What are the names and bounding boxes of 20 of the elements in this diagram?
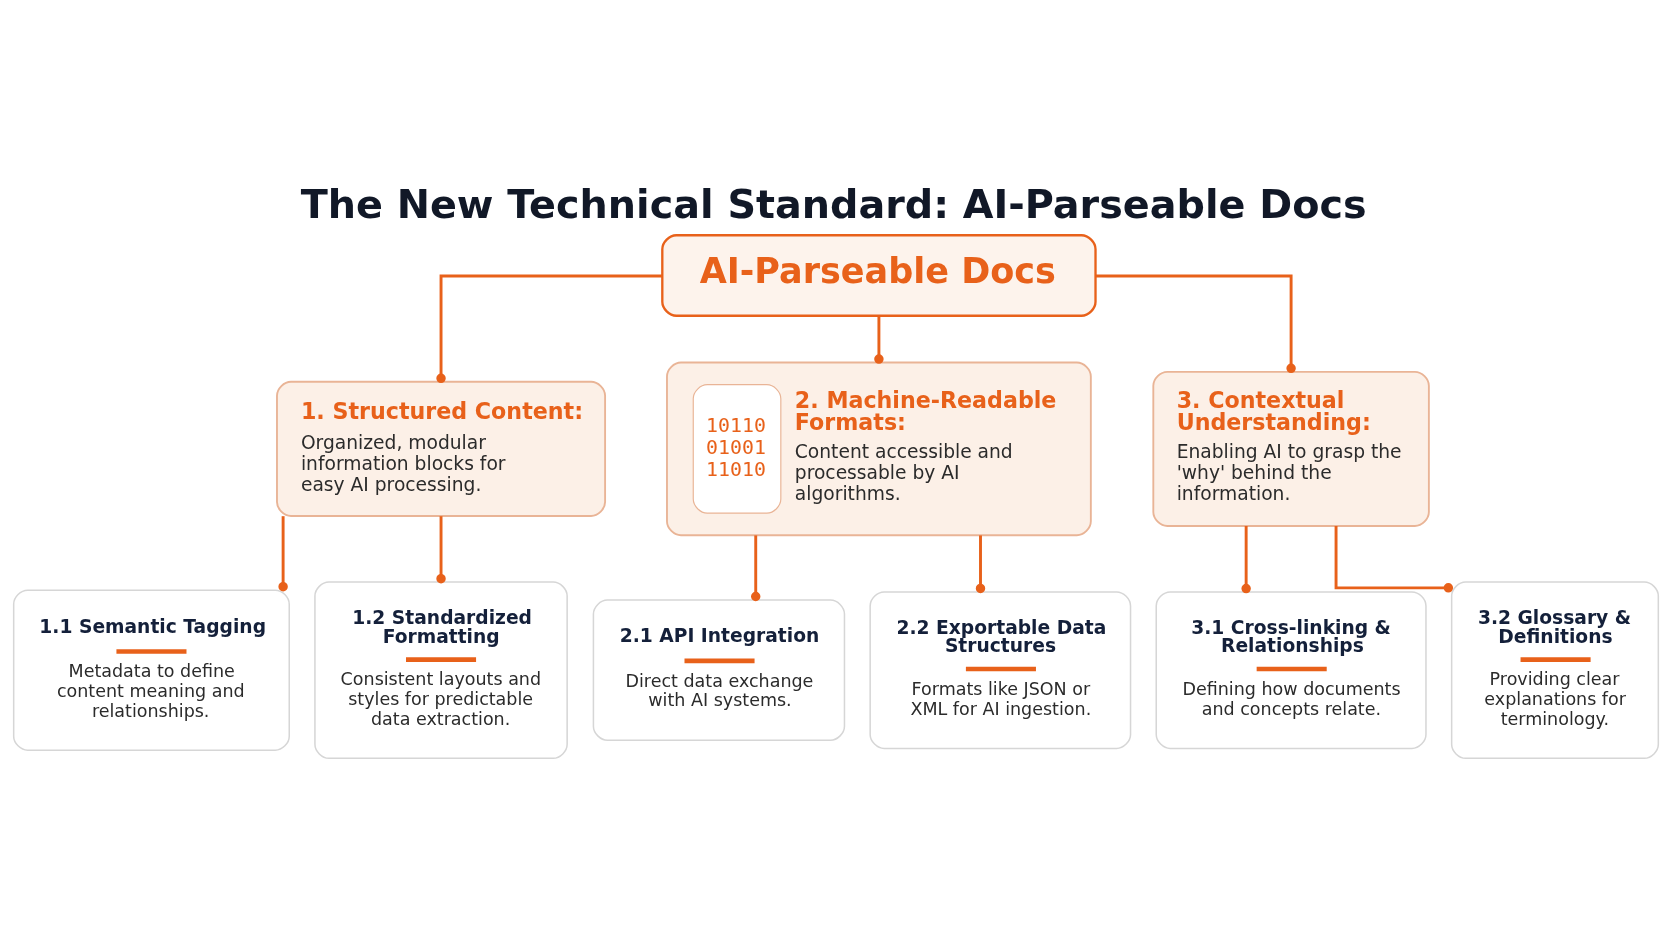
node-box: 3.1 Cross-linking & Relationships Defining how documents and concepts relate. <box>1155 591 1427 750</box>
connector <box>436 516 446 584</box>
node-box: 1. Structured Content: Organized, modular information blocks for easy AI processing. <box>276 380 607 517</box>
diagram-title: The New Technical Standard: AI-Parseable Docs <box>300 180 1367 227</box>
connector <box>1334 526 1454 593</box>
node-box: 10110 01001 11010 2. Machine-Readable Formats: Content accessible and processable by AI algorithms. <box>666 361 1092 537</box>
node-box: AI-Parseable Docs <box>661 234 1097 317</box>
connector <box>1095 274 1296 374</box>
connector <box>975 535 986 594</box>
node-box: 1.1 Semantic Tagging Metadata to define content meaning and relationships. <box>12 589 290 751</box>
node-box: 1.2 Standardized Formatting Consistent layouts and styles for predictable data extraction. <box>314 581 568 760</box>
node-box: 2.2 Exportable Data Structures Formats like JSON or XML for AI ingestion. <box>869 591 1132 750</box>
connector <box>1241 526 1251 594</box>
connector <box>436 274 663 384</box>
node-box: 2.1 API Integration Direct data exchange with AI systems. <box>592 599 846 741</box>
node-box: 3.2 Glossary & Definitions Providing clear explanations for terminology. <box>1450 581 1660 760</box>
connector <box>278 516 288 592</box>
connector <box>874 316 884 364</box>
node-box: 3. Contextual Understanding: Enabling AI to grasp the 'why' behind the information. <box>1152 370 1430 527</box>
connector <box>751 535 761 602</box>
